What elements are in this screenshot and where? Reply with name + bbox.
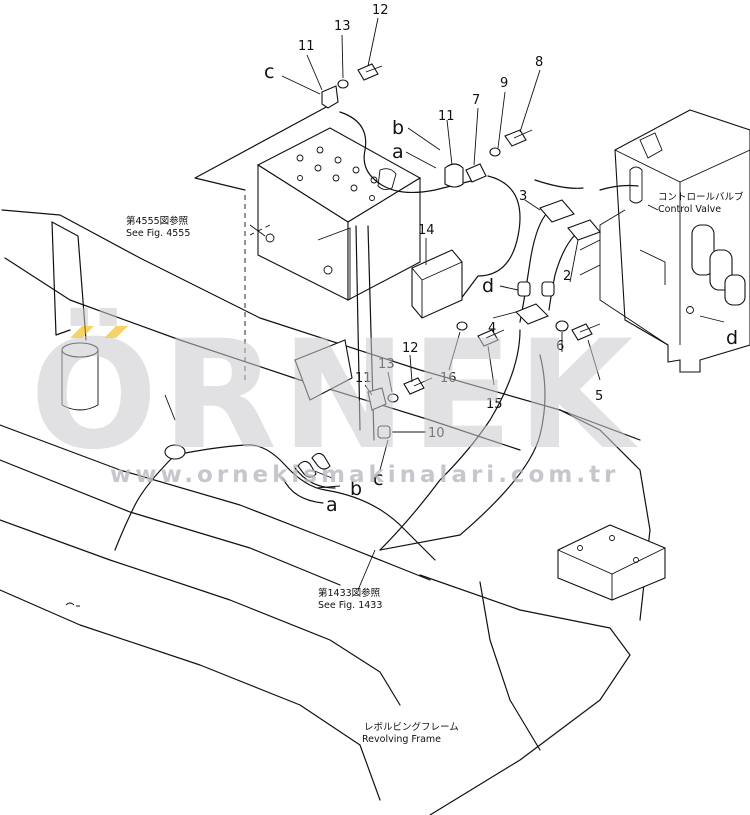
ref-a-top: a	[392, 141, 404, 163]
callouts: 12 13 11 8 9 7 11 3 14 2 4 6 5 15 16 12 …	[298, 3, 603, 441]
callout-9: 9	[500, 76, 508, 91]
note-fig1433-jp: 第1433図参照	[318, 587, 381, 599]
revolving-frame	[0, 209, 666, 815]
watermark: ÖRNEK www.ornekismakinalari.com.tr	[30, 307, 638, 488]
watermark-accent-left	[70, 326, 94, 338]
callout-15: 15	[486, 397, 503, 412]
callout-4: 4	[488, 321, 496, 336]
callout-11-mid: 11	[438, 109, 455, 124]
callout-11-top: 11	[298, 39, 315, 54]
callout-16: 16	[440, 371, 457, 386]
ref-d-right: d	[726, 327, 738, 349]
ref-c-low: c	[373, 468, 383, 490]
note-control-valve-en: Control Valve	[658, 204, 721, 215]
note-revolving-frame-jp: レボルビングフレーム	[364, 721, 459, 733]
controller-box	[194, 104, 422, 380]
watermark-brand: ÖRNEK	[30, 307, 638, 483]
watermark-url: www.ornekismakinalari.com.tr	[110, 462, 619, 488]
ref-d-left: d	[482, 275, 494, 297]
ref-a-low: a	[326, 494, 338, 516]
ref-b-top: b	[392, 117, 404, 139]
note-revolving-frame-en: Revolving Frame	[362, 734, 441, 745]
ref-c-top: c	[264, 61, 274, 83]
callout-10: 10	[428, 426, 445, 441]
note-control-valve-jp: コントロールバルブ	[658, 191, 744, 203]
callout-6: 6	[556, 339, 564, 354]
reference-letters: c b a d d c b a	[264, 61, 738, 516]
callout-2: 2	[563, 269, 571, 284]
callout-8: 8	[535, 55, 543, 70]
callout-13-top: 13	[334, 19, 351, 34]
callout-5: 5	[595, 389, 603, 404]
watermark-accent-right	[104, 326, 128, 338]
callout-14: 14	[418, 223, 435, 238]
control-valve	[579, 109, 750, 373]
small-parts	[294, 63, 601, 478]
ref-b-low: b	[350, 478, 362, 500]
callout-3: 3	[519, 189, 527, 204]
notes: 第4555図参照 See Fig. 4555 コントロールバルブ Control…	[126, 191, 744, 745]
note-fig4555-en: See Fig. 4555	[126, 228, 190, 239]
callout-12-mid: 12	[402, 341, 419, 356]
callout-12-top: 12	[372, 3, 389, 18]
callout-7: 7	[472, 93, 480, 108]
callout-13-mid: 13	[378, 357, 395, 372]
callout-11-low: 11	[355, 371, 372, 386]
note-fig1433-en: See Fig. 1433	[318, 600, 382, 611]
wire-harness	[114, 111, 639, 561]
note-fig4555-jp: 第4555図参照	[126, 215, 189, 227]
leader-lines	[249, 17, 725, 591]
